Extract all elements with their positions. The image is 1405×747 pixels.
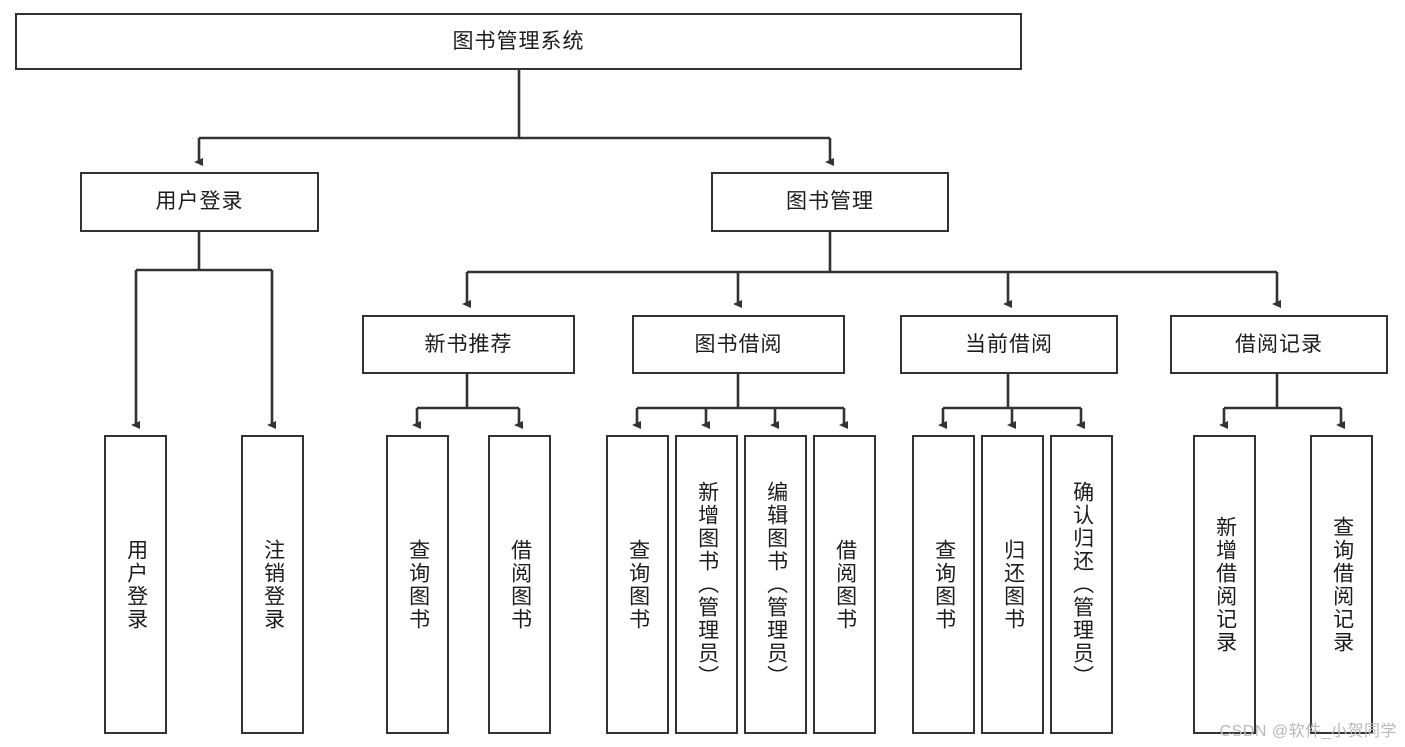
watermark-text: CSDN @软件_小贺同学 (1219, 723, 1397, 740)
node-leaf-query-record[interactable]: 查询借阅记录 (1310, 435, 1373, 734)
node-leaf-edit-book-label: 编辑图书（管理员） (764, 481, 788, 688)
node-leaf-query-record-label: 查询借阅记录 (1330, 515, 1354, 654)
node-leaf-return-book-label: 归还图书 (1001, 538, 1025, 631)
node-leaf-query-book-1[interactable]: 查询图书 (386, 435, 449, 734)
node-leaf-add-record-label: 新增借阅记录 (1213, 515, 1237, 654)
node-leaf-borrow-book-2-label: 借阅图书 (833, 538, 857, 631)
node-leaf-borrow-book-1[interactable]: 借阅图书 (488, 435, 551, 734)
node-new-book-recommend-label: 新书推荐 (424, 332, 513, 356)
node-current-borrow-label: 当前借阅 (965, 332, 1053, 356)
node-leaf-user-logout-label: 注销登录 (261, 538, 285, 631)
node-current-borrow[interactable]: 当前借阅 (900, 315, 1118, 374)
node-root-label: 图书管理系统 (452, 29, 585, 53)
node-book-manage[interactable]: 图书管理 (711, 172, 949, 232)
node-leaf-add-book-label: 新增图书（管理员） (695, 481, 719, 688)
node-leaf-user-login[interactable]: 用户登录 (104, 435, 167, 734)
node-user-login-label: 用户登录 (155, 190, 244, 214)
node-leaf-borrow-book-2[interactable]: 借阅图书 (813, 435, 876, 734)
node-borrow-record[interactable]: 借阅记录 (1170, 315, 1388, 374)
node-leaf-query-book-1-label: 查询图书 (406, 538, 430, 631)
node-book-borrow-label: 图书借阅 (694, 332, 783, 356)
node-leaf-edit-book[interactable]: 编辑图书（管理员） (744, 435, 807, 734)
node-leaf-return-book[interactable]: 归还图书 (981, 435, 1044, 734)
node-leaf-query-book-3-label: 查询图书 (932, 538, 956, 631)
node-leaf-user-logout[interactable]: 注销登录 (241, 435, 304, 734)
node-leaf-borrow-book-1-label: 借阅图书 (508, 538, 532, 631)
node-leaf-confirm-return[interactable]: 确认归还（管理员） (1050, 435, 1113, 734)
node-user-login[interactable]: 用户登录 (80, 172, 319, 232)
node-leaf-query-book-2[interactable]: 查询图书 (606, 435, 669, 734)
node-root-book-management-system[interactable]: 图书管理系统 (15, 13, 1022, 70)
node-leaf-confirm-return-label: 确认归还（管理员） (1070, 481, 1094, 688)
node-leaf-query-book-2-label: 查询图书 (626, 538, 650, 631)
node-new-book-recommend[interactable]: 新书推荐 (362, 315, 575, 374)
node-leaf-user-login-label: 用户登录 (124, 538, 148, 631)
node-borrow-record-label: 借阅记录 (1235, 332, 1323, 356)
node-book-borrow[interactable]: 图书借阅 (632, 315, 845, 374)
node-leaf-add-book[interactable]: 新增图书（管理员） (675, 435, 738, 734)
node-book-manage-label: 图书管理 (786, 190, 874, 214)
node-leaf-add-record[interactable]: 新增借阅记录 (1193, 435, 1256, 734)
node-leaf-query-book-3[interactable]: 查询图书 (912, 435, 975, 734)
